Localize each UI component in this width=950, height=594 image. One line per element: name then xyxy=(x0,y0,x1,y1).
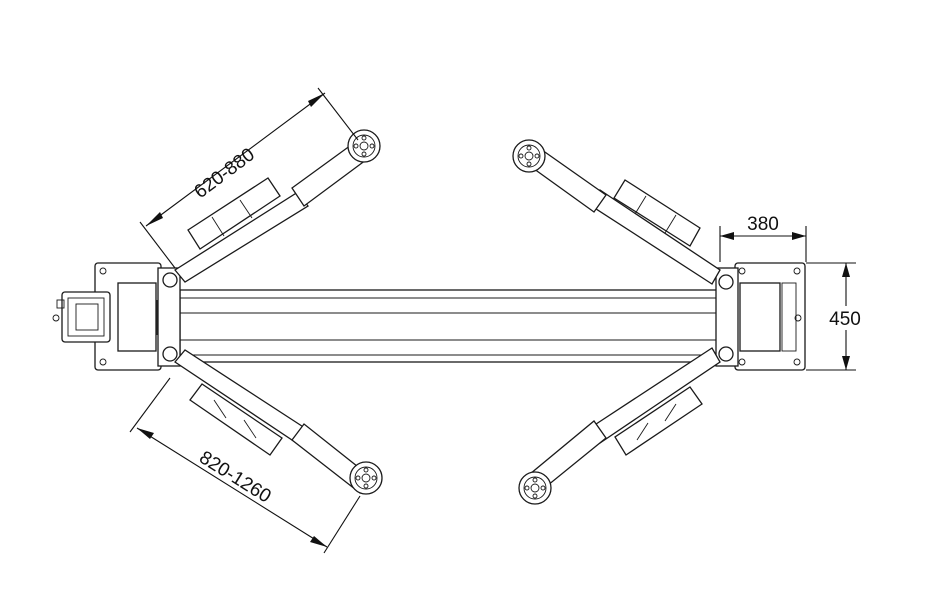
arm-front-left xyxy=(174,129,381,283)
dimension-column-depth: 450 xyxy=(806,262,866,371)
column-width-dimension-label: 380 xyxy=(747,214,779,235)
column-depth-dimension-label: 450 xyxy=(829,309,861,330)
left-column xyxy=(52,262,181,371)
right-column xyxy=(715,262,806,371)
rear-arm-dimension-label: 820-1260 xyxy=(195,447,274,507)
crossbeam xyxy=(179,289,721,363)
arm-rear-right xyxy=(518,347,721,505)
power-unit xyxy=(52,291,111,343)
arm-rear-left xyxy=(174,349,383,495)
dimension-column-width: 380 xyxy=(719,214,807,262)
arm-front-right xyxy=(512,139,721,285)
